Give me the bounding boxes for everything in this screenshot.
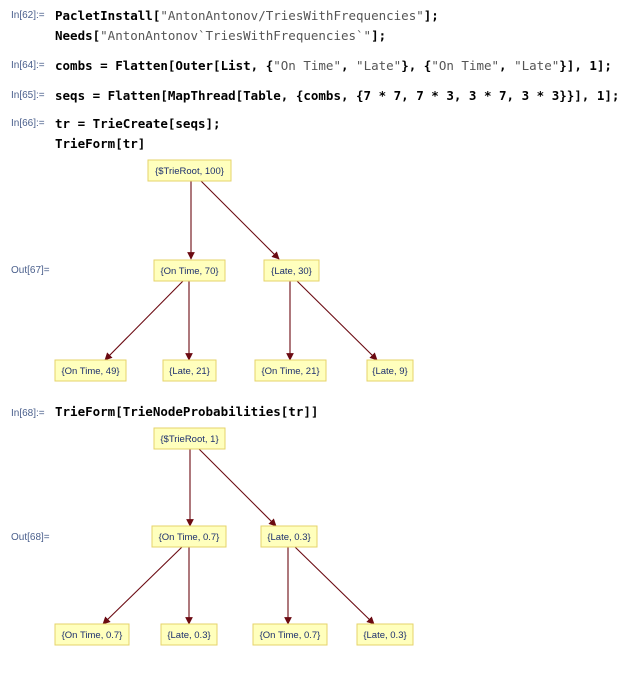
code-fn: Needs[: [55, 28, 101, 43]
code-string: "AntonAntonov`TriesWithFrequencies`": [100, 28, 372, 43]
tree2-node-rl[interactable]: {On Time, 0.7}: [252, 623, 328, 646]
code-fn: ,: [499, 58, 515, 73]
cell-label-in68: In[68]:=: [11, 408, 45, 419]
code-line-trie-create[interactable]: tr = TrieCreate[seqs];: [55, 116, 221, 131]
code-fn: PacletInstall[: [55, 8, 161, 23]
tree1-edge-right-rr: [295, 279, 378, 361]
tree2-node-ll[interactable]: {On Time, 0.7}: [54, 623, 130, 646]
tree1-node-rr[interactable]: {Late, 9}: [366, 359, 414, 382]
code-string: "On Time": [431, 58, 500, 73]
code-line-trie-form[interactable]: TrieForm[tr]: [55, 136, 146, 151]
node-label: {$TrieRoot, 1}: [160, 434, 218, 445]
node-label: {Late, 9}: [372, 366, 407, 377]
code-fn: }, {: [401, 58, 432, 73]
code-fn: ,: [340, 58, 357, 73]
tree2-edge-right-rr: [294, 546, 375, 625]
node-label: {Late, 0.3}: [363, 630, 406, 641]
tree2-node-left[interactable]: {On Time, 0.7}: [151, 525, 227, 548]
node-label: {On Time, 0.7}: [159, 532, 220, 543]
node-label: {Late, 21}: [169, 366, 210, 377]
tree1-edges: [104, 179, 378, 361]
tree1-node-right[interactable]: {Late, 30}: [263, 259, 320, 282]
code-string: "Late": [356, 58, 402, 73]
cell-label-out67: Out[67]=: [11, 265, 50, 276]
code-line-trie-probabilities[interactable]: TrieForm[TrieNodeProbabilities[tr]]: [55, 404, 319, 419]
tree1-edge-left-ll: [104, 279, 185, 361]
node-label: {On Time, 70}: [160, 266, 218, 277]
node-label: {On Time, 21}: [261, 366, 319, 377]
node-label: {$TrieRoot, 100}: [155, 166, 224, 177]
tree1-node-left[interactable]: {On Time, 70}: [153, 259, 226, 282]
node-label: {Late, 0.3}: [267, 532, 310, 543]
tree2-node-rr[interactable]: {Late, 0.3}: [356, 623, 414, 646]
tree2-edges: [102, 448, 375, 625]
code-fn: ];: [423, 8, 439, 23]
code-string: "AntonAntonov/TriesWithFrequencies": [160, 8, 424, 23]
node-label: {Late, 0.3}: [167, 630, 210, 641]
tree1-node-rl[interactable]: {On Time, 21}: [254, 359, 327, 382]
code-fn: }], 1];: [559, 58, 612, 73]
cell-label-in62: In[62]:=: [11, 10, 45, 21]
node-label: {On Time, 49}: [61, 366, 119, 377]
code-line-combs[interactable]: combs = Flatten[Outer[List, {"On Time", …: [55, 58, 612, 73]
tree1-node-ll[interactable]: {On Time, 49}: [54, 359, 127, 382]
code-fn: ];: [371, 28, 387, 43]
tree1-node-lr[interactable]: {Late, 21}: [162, 359, 217, 382]
cell-label-in64: In[64]:=: [11, 60, 45, 71]
tree1-node-root[interactable]: {$TrieRoot, 100}: [147, 159, 232, 182]
tree2-node-right[interactable]: {Late, 0.3}: [260, 525, 318, 548]
tree2-edge-left-ll: [102, 546, 183, 625]
node-label: {Late, 30}: [271, 266, 312, 277]
code-string: "Late": [514, 58, 560, 73]
cell-label-out68: Out[68]=: [11, 532, 50, 543]
tree2-node-root[interactable]: {$TrieRoot, 1}: [153, 427, 226, 450]
cell-label-in65: In[65]:=: [11, 90, 45, 101]
code-fn: combs = Flatten[Outer[List, {: [55, 58, 274, 73]
tree1-edge-root-right: [199, 179, 280, 260]
code-line-seqs[interactable]: seqs = Flatten[MapThread[Table, {combs, …: [55, 88, 620, 103]
cell-label-in66: In[66]:=: [11, 118, 45, 129]
node-label: {On Time, 0.7}: [260, 630, 321, 641]
node-label: {On Time, 0.7}: [62, 630, 123, 641]
code-string: "On Time": [273, 58, 341, 73]
tree2-edge-root-right: [198, 448, 277, 527]
code-line-needs[interactable]: Needs["AntonAntonov`TriesWithFrequencies…: [55, 28, 386, 43]
code-line-paclet-install[interactable]: PacletInstall["AntonAntonov/TriesWithFre…: [55, 8, 439, 23]
tree2-node-lr[interactable]: {Late, 0.3}: [160, 623, 218, 646]
